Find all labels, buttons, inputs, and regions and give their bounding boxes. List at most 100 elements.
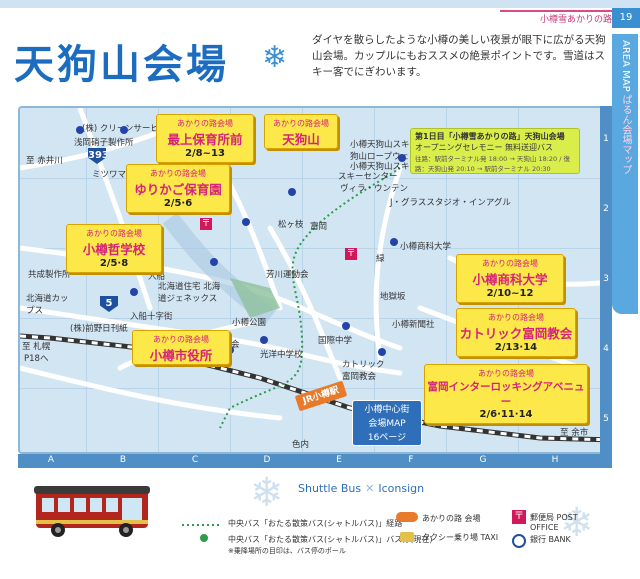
callout-sub: あかりの路会場	[488, 313, 544, 322]
bank-icon	[512, 534, 526, 548]
snowflake-icon: ❄	[262, 40, 288, 75]
legend-bus-stop-note: ※乗降場所の目印は、バス停のポール	[228, 547, 346, 555]
venue-callout[interactable]: あかりの路会場 小樽市役所	[132, 330, 230, 365]
grid-col: G	[479, 455, 487, 465]
venue-callout[interactable]: あかりの路会場 ゆりかご保育園 2/5·6	[126, 164, 230, 213]
grid-col: E	[336, 455, 342, 465]
grid-line	[158, 108, 159, 452]
opening-ceremony-note: 第1日目「小樽雪あかりの路」天狗山会場 オープニングセレモニー 無料送迎バス 往…	[410, 128, 580, 174]
poi-marker[interactable]	[242, 218, 250, 226]
legend-post-office: 郵便局 POST OFFICE	[530, 513, 578, 532]
callout-sub: あかりの路会場	[273, 119, 329, 128]
grid-col: C	[191, 455, 199, 465]
poi-marker[interactable]	[378, 348, 386, 356]
poi-marker[interactable]	[226, 346, 234, 354]
map-label-midori: 緑	[376, 254, 385, 264]
callout-name: ゆりかご保育園	[134, 182, 222, 197]
map-label-shiki: 色内	[292, 440, 310, 450]
map-label-kokkaku: 国際中学	[318, 336, 353, 346]
grid-line	[446, 108, 447, 452]
map-label-ski-center: スキーセンター	[338, 172, 398, 182]
legend-title-left: Shuttle Bus	[298, 482, 362, 495]
map-label-hokkaido-cup: 北海道カップス	[26, 294, 69, 316]
callout-date: 2/13·14	[494, 342, 538, 353]
venue-marker-icon	[396, 512, 418, 522]
snowflake-deco-icon: ❄	[560, 500, 594, 546]
ceremony-times: 往路：駅前ターミナル発 18:00 → 天狗山 18:20 / 復路：天狗山発 …	[415, 155, 570, 173]
map-label-koyo: 光洋中学校	[260, 350, 303, 360]
callout-sub: あかりの路会場	[150, 169, 206, 178]
map-label-tengu-hotel: 小樽天狗山スキー場	[350, 162, 427, 172]
post-office-icon[interactable]: 〒	[345, 248, 357, 260]
poi-marker[interactable]	[130, 288, 138, 296]
venue-callout[interactable]: あかりの路会場 カトリック富岡教会 2/13·14	[456, 308, 576, 357]
central-map-reference[interactable]: 小樽中心街 会場MAP 16ページ	[352, 400, 422, 446]
poi-marker[interactable]	[342, 322, 350, 330]
snowflake-deco-icon: ❄	[250, 470, 284, 516]
legend-title: Shuttle Bus✕Iconsign	[298, 482, 424, 495]
grid-col: B	[119, 455, 127, 465]
poi-marker[interactable]	[120, 126, 128, 134]
map-label-kyosei: 共成製作所	[28, 270, 71, 280]
poi-marker[interactable]	[288, 188, 296, 196]
bus-stop-icon	[200, 534, 208, 542]
map-label-pp18: P18へ	[24, 354, 49, 364]
callout-name: 天狗山	[282, 132, 320, 147]
post-office-icon[interactable]: 〒	[200, 218, 212, 230]
venue-callout[interactable]: あかりの路会場 最上保育所前 2/8~13	[156, 114, 254, 163]
poi-marker[interactable]	[398, 154, 406, 162]
map-label-jigoku-zaka: 地獄坂	[380, 292, 406, 302]
callout-date: 2/5·8	[99, 258, 129, 269]
map-label-catholic: カトリック 富岡教会	[342, 360, 385, 382]
venue-callout[interactable]: あかりの路会場 天狗山	[264, 114, 338, 149]
map-label-tomioka-hospital: 小樽新聞社	[392, 320, 435, 330]
route-393-shield: 393	[88, 148, 106, 164]
post-office-icon: 〒	[512, 510, 526, 524]
callout-sub: あかりの路会場	[86, 229, 142, 238]
map-label-matsugae: 松ヶ枝	[278, 220, 304, 230]
mapref-line2: 会場MAP	[368, 419, 406, 429]
map-label-kanko-bus: (株)前野日刊紙	[70, 324, 128, 334]
ceremony-title: 第1日目「小樽雪あかりの路」天狗山会場	[415, 132, 565, 141]
grid-col: H	[551, 455, 559, 465]
map-label-irifune: 入船	[148, 272, 166, 282]
route-line-icon	[182, 524, 222, 526]
page-number: 19	[612, 8, 640, 28]
side-tab-label: AREA MAP	[620, 40, 631, 92]
grid-column-labels: A B C D E F G H	[18, 454, 612, 468]
grid-line	[86, 108, 87, 452]
grid-row: 5	[603, 414, 609, 424]
taxi-icon	[400, 532, 414, 542]
poi-marker[interactable]	[76, 126, 84, 134]
brand-label: 小樽雪あかりの路	[500, 10, 612, 26]
mapref-line1: 小樽中心街	[364, 405, 410, 415]
callout-name: 富岡インターロッキングアベニュー	[427, 381, 585, 408]
venue-callout[interactable]: あかりの路会場 富岡インターロッキングアベニュー 2/6·11·14	[424, 364, 588, 424]
map-label-yoichi: 至 余市	[560, 428, 589, 438]
grid-line	[302, 108, 303, 452]
legend-venue: あかりの路 会場	[422, 514, 481, 523]
route-5-shield: 5	[100, 296, 118, 312]
grid-row: 4	[603, 344, 609, 354]
venue-callout[interactable]: あかりの路会場 小樽商科大学 2/10~12	[456, 254, 564, 303]
poi-marker[interactable]	[260, 336, 268, 344]
legend-route: 中央バス「おたる散策バス(シャトルバス)」経路	[228, 519, 403, 528]
map-label-kozo: 至 札幌	[22, 342, 51, 352]
callout-date: 2/6·11·14	[479, 409, 533, 420]
map-label-koukaku: 小樽商科大学	[400, 242, 452, 252]
poi-marker[interactable]	[390, 238, 398, 246]
callout-date: 2/10~12	[486, 288, 534, 299]
map-label-akaiwa: 至 赤井川	[26, 156, 63, 166]
callout-sub: あかりの路会場	[177, 119, 233, 128]
poi-marker[interactable]	[210, 258, 218, 266]
callout-sub: あかりの路会場	[153, 335, 209, 344]
callout-name: 最上保育所前	[167, 132, 243, 147]
map-label-hokkaido-kodai: 北海道住宅 北海道ジェネックス	[158, 282, 221, 304]
venue-callout[interactable]: あかりの路会場 小樽哲学校 2/5·8	[66, 224, 162, 273]
map-label-asahi-glass: 浅岡硝子製作所	[74, 138, 134, 148]
lead-text: ダイヤを散らしたような小樽の美しい夜景が眼下に広がる天狗山会場。カップルにもおス…	[312, 34, 606, 78]
grid-col: A	[47, 455, 55, 465]
callout-date: 2/8~13	[185, 148, 225, 159]
top-strip	[0, 0, 640, 8]
legend-bank: 銀行 BANK	[530, 535, 571, 544]
